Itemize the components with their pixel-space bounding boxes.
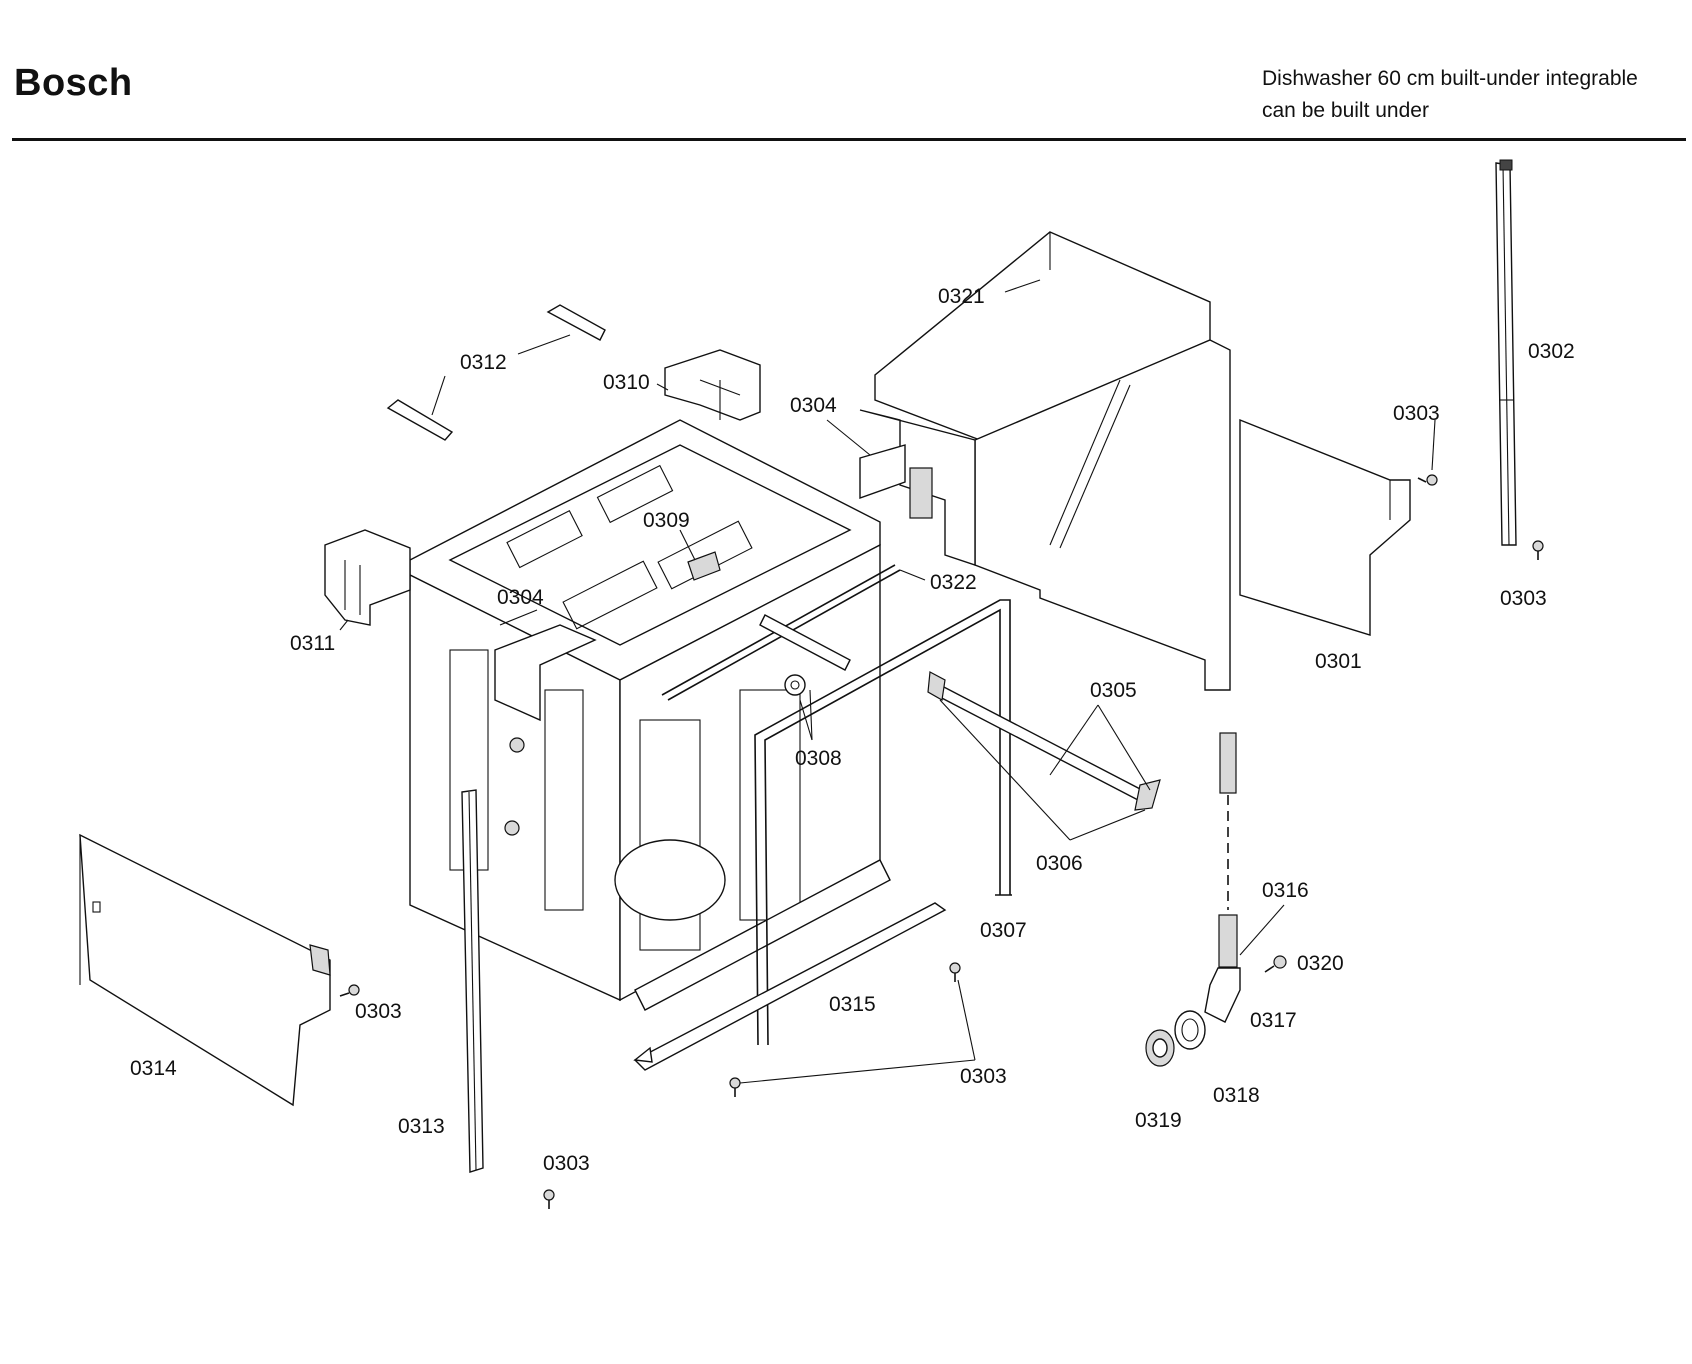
- part-0311-module: [324, 529, 411, 626]
- callout-0303-d: 0303: [960, 1065, 1007, 1088]
- callout-0308: 0308: [795, 747, 842, 770]
- part-0303-screw-f: [543, 1189, 555, 1209]
- callout-0315: 0315: [829, 993, 876, 1016]
- header-divider: [12, 138, 1686, 141]
- part-0310-module: [664, 349, 761, 421]
- callout-0303-e: 0303: [543, 1152, 590, 1175]
- part-0312-clip-upper: [546, 304, 606, 341]
- part-tub-body: [409, 419, 891, 1011]
- part-0318-ring: [1174, 1010, 1206, 1050]
- part-0304-bracket-right: [859, 444, 906, 499]
- part-0307-frame-seal: [754, 599, 1012, 1046]
- part-0303-screw-b: [1532, 540, 1544, 560]
- callout-0305: 0305: [1090, 679, 1137, 702]
- model-description-line2: can be built under: [1262, 99, 1429, 122]
- part-0317-elbow: [1204, 967, 1241, 1023]
- callout-labels: 0301 0302 0303 0303 0303 0303 0303 0304 …: [130, 285, 1575, 1175]
- callout-0320: 0320: [1297, 952, 1344, 975]
- callout-0306: 0306: [1036, 852, 1083, 875]
- part-0309-latch: [687, 551, 721, 581]
- part-0320-screw: [1264, 955, 1287, 973]
- callout-0314: 0314: [130, 1057, 177, 1080]
- callout-0303-b: 0303: [1500, 587, 1547, 610]
- part-0303-screw-c: [339, 984, 360, 997]
- model-description-line1: Dishwasher 60 cm built-under integrable: [1262, 67, 1638, 90]
- part-0304-bracket-left: [494, 624, 597, 722]
- brand-title: Bosch: [14, 62, 133, 104]
- callout-0303-c: 0303: [355, 1000, 402, 1023]
- callout-0303-a: 0303: [1393, 402, 1440, 425]
- part-0316-hose: [1218, 732, 1238, 968]
- callout-0307: 0307: [980, 919, 1027, 942]
- part-0303-screw-d: [949, 962, 961, 982]
- callout-0301: 0301: [1315, 650, 1362, 673]
- callout-0310: 0310: [603, 371, 650, 394]
- callout-0304-a: 0304: [790, 394, 837, 417]
- callout-0318: 0318: [1213, 1084, 1260, 1107]
- callout-0322: 0322: [930, 571, 977, 594]
- part-0308-pivot: [759, 614, 851, 696]
- callout-0309: 0309: [643, 509, 690, 532]
- part-0303-screw-a: [1417, 474, 1438, 486]
- part-0313-side-strip: [461, 789, 484, 1173]
- callout-0304-b: 0304: [497, 586, 544, 609]
- part-0321-insulation-cover: [859, 231, 1411, 691]
- callout-0313: 0313: [398, 1115, 445, 1138]
- callout-0311: 0311: [290, 632, 335, 655]
- part-0315-bottom-rail: [633, 902, 947, 1071]
- callout-0317: 0317: [1250, 1009, 1297, 1032]
- part-0302-side-strip: [1495, 159, 1517, 546]
- callout-0312: 0312: [460, 351, 507, 374]
- callout-0302: 0302: [1528, 340, 1575, 363]
- callout-0321: 0321: [938, 285, 985, 308]
- part-0319-cap: [1145, 1029, 1175, 1067]
- part-0305-rail: [927, 671, 1161, 811]
- part-0303-screw-e: [729, 1077, 741, 1097]
- part-0312-clip-lower: [386, 399, 454, 441]
- callout-0316: 0316: [1262, 879, 1309, 902]
- part-0314-front-panel: [79, 833, 331, 1107]
- leader-lines: [339, 279, 1436, 1084]
- callout-0319: 0319: [1135, 1109, 1182, 1132]
